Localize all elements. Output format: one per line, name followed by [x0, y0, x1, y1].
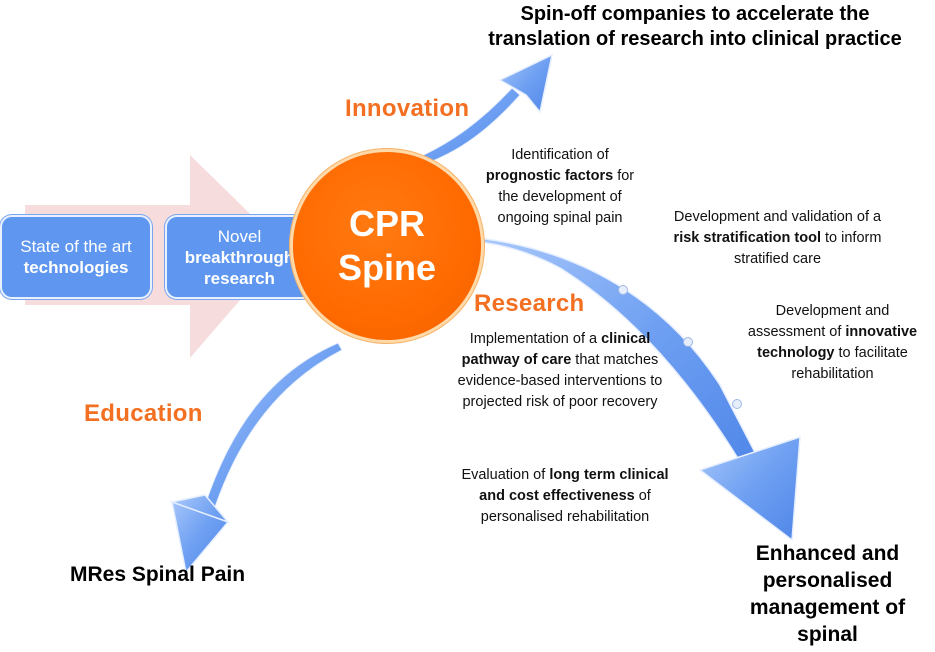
research-arrow-dot [732, 399, 742, 409]
step-text: Development and [775, 303, 890, 319]
box-line: Novel [217, 226, 262, 246]
input-box-research: Novel breakthrough research [165, 215, 314, 299]
step-text: to facilitate [834, 345, 908, 361]
step-text: the development of [498, 189, 622, 205]
step-text: of [634, 488, 651, 504]
step-text: stratified care [733, 251, 822, 267]
research-step-clinical-pathway: Implementation of a clinical pathway of … [440, 329, 680, 413]
outcome-line: translation of research into clinical pr… [488, 28, 902, 50]
research-step-risk-stratification: Development and validation of a risk str… [650, 207, 905, 270]
step-text: for [613, 168, 635, 184]
theme-innovation: Innovation [345, 95, 470, 122]
outcome-line: management of spinal [749, 596, 906, 646]
box-line: State of the art [20, 237, 132, 256]
step-text: Evaluation of [461, 467, 550, 483]
step-text: Identification of [511, 147, 609, 163]
step-text: that matches [571, 352, 659, 368]
step-text-bold: clinical [601, 331, 651, 347]
step-text: rehabilitation [791, 366, 874, 382]
step-text-bold: innovative [845, 324, 918, 340]
step-text: to inform [821, 230, 882, 246]
research-arrow-dot [618, 285, 628, 295]
outcome-line: pain [720, 648, 935, 652]
step-text: projected risk of poor recovery [462, 394, 658, 410]
hub-line: CPR [348, 203, 425, 244]
backdrop-arrow [25, 155, 285, 358]
outcome-line: Spin-off companies to accelerate the [520, 3, 870, 25]
research-step-cost-effectiveness: Evaluation of long term clinical and cos… [440, 465, 690, 528]
research-step-innovative-technology: Development and assessment of innovative… [735, 301, 930, 385]
education-arrow [169, 342, 343, 574]
step-text-bold: pathway of care [461, 352, 572, 368]
outcome-research: Enhanced and personalised management of … [720, 540, 935, 652]
outcome-line: personalised [762, 569, 893, 592]
step-text: assessment of [747, 324, 846, 340]
research-arrow [477, 237, 801, 542]
outcome-line: Enhanced and [755, 542, 900, 565]
theme-research: Research [474, 290, 585, 317]
step-text-bold: technology [757, 345, 835, 361]
step-text-bold: long term clinical [549, 467, 669, 483]
box-line-bold: breakthrough [184, 247, 295, 267]
step-text: Development and validation of a [673, 209, 882, 225]
cpr-spine-hub: CPR Spine [293, 152, 481, 340]
step-text: ongoing spinal pain [497, 210, 623, 226]
step-text-bold: risk stratification tool [673, 230, 821, 246]
box-line-bold: research [204, 268, 275, 288]
step-text-bold: and cost effectiveness [479, 488, 635, 504]
step-text: personalised rehabilitation [480, 509, 650, 525]
outcome-education: MRes Spinal Pain [70, 563, 246, 586]
research-arrow-dot [683, 337, 693, 347]
step-text: evidence-based interventions to [457, 373, 663, 389]
research-step-prognostic-factors: Identification of prognostic factors for… [480, 145, 640, 229]
step-text-bold: prognostic factors [485, 168, 614, 184]
box-line-bold: technologies [23, 258, 129, 277]
theme-education: Education [84, 400, 203, 427]
step-text: Implementation of a [469, 331, 602, 347]
outcome-innovation: Spin-off companies to accelerate the tra… [460, 2, 930, 52]
input-box-technologies: State of the art technologies [0, 215, 152, 299]
hub-line: Spine [337, 247, 436, 288]
